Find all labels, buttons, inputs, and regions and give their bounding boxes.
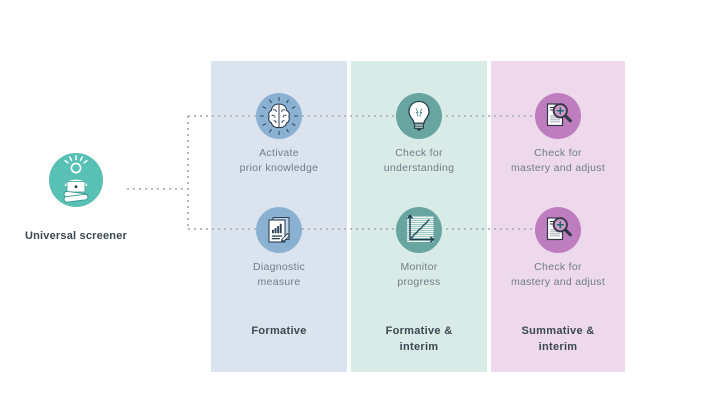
- column-summative-interim: Check for mastery and adjust Check for m…: [491, 61, 625, 372]
- connector-screener: [127, 188, 188, 190]
- assessment-item: Activate prior knowledge: [211, 93, 347, 176]
- item-label: Diagnostic measure: [252, 261, 306, 288]
- screener-label: Universal screener: [24, 230, 128, 242]
- item-label: Check for mastery and adjust: [510, 147, 606, 174]
- connector-vertical: [187, 116, 189, 230]
- column-footer-label: Formative & interim: [385, 325, 453, 353]
- item-label: Activate prior knowledge: [239, 147, 319, 174]
- document-chart-icon: [256, 207, 302, 253]
- column-footer-label: Summative & interim: [521, 325, 595, 353]
- magnifier-document-icon: [535, 93, 581, 139]
- column-footer-label: Formative: [251, 325, 307, 337]
- progress-chart-icon: [396, 207, 442, 253]
- person-laptop-icon: [49, 153, 103, 207]
- column-formative-interim: Check for understanding Monitor progress…: [351, 61, 487, 372]
- lightbulb-icon: [396, 93, 442, 139]
- connector-row1: [188, 115, 558, 117]
- connector-row2: [188, 228, 558, 230]
- assessment-item: Check for mastery and adjust: [491, 207, 625, 290]
- assessment-item: Check for mastery and adjust: [491, 93, 625, 176]
- brain-icon: [256, 93, 302, 139]
- assessment-item: Diagnostic measure: [211, 207, 347, 290]
- column-formative: Activate prior knowledge Diagnostic meas…: [211, 61, 347, 372]
- universal-screener: Universal screener: [0, 153, 152, 242]
- assessment-item: Monitor progress: [351, 207, 487, 290]
- item-label: Check for mastery and adjust: [510, 261, 606, 288]
- magnifier-document-icon: [535, 207, 581, 253]
- item-label: Monitor progress: [397, 261, 441, 288]
- item-label: Check for understanding: [383, 147, 455, 174]
- assessment-item: Check for understanding: [351, 93, 487, 176]
